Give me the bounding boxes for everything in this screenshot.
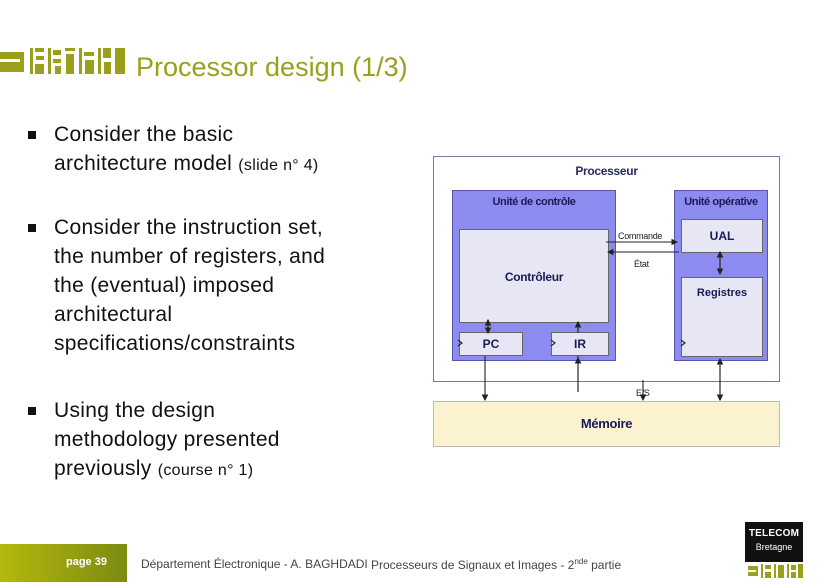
registers-label: Registres bbox=[696, 287, 748, 299]
page-number: page 39 bbox=[66, 556, 107, 568]
registers-box: Registres bbox=[681, 277, 763, 357]
footer-logo-strip-icon bbox=[748, 564, 803, 578]
diagram-wires bbox=[457, 238, 724, 402]
memory-label: Mémoire bbox=[580, 416, 633, 431]
bullet-line: the number of registers, and bbox=[54, 245, 326, 268]
operative-unit-box: Unité opérative UAL Registres bbox=[674, 190, 768, 361]
footer-department: Département Électronique - A. BAGHDADI bbox=[141, 557, 368, 571]
page-number-badge: page 39 bbox=[0, 544, 127, 582]
alu-box: UAL bbox=[681, 219, 763, 253]
command-label: Commande bbox=[618, 231, 663, 241]
processor-box: Processeur Unité de contrôle Contrôleur … bbox=[433, 156, 780, 382]
bullet-marker-icon bbox=[28, 407, 36, 415]
pc-label: PC bbox=[482, 337, 500, 351]
logo-line-2: Bretagne bbox=[755, 542, 793, 552]
ir-register: IR bbox=[551, 332, 609, 356]
control-unit-label: Unité de contrôle bbox=[492, 196, 576, 208]
alu-label: UAL bbox=[709, 229, 735, 243]
processor-label: Processeur bbox=[575, 164, 638, 178]
controller-label: Contrôleur bbox=[504, 270, 564, 284]
footer-course: Processeurs de Signaux et Images - 2nde … bbox=[371, 557, 622, 572]
controller-box: Contrôleur bbox=[459, 229, 609, 323]
bullet-line: the (eventual) imposed bbox=[54, 274, 275, 297]
page-title: Processor design (1/3) bbox=[136, 52, 408, 82]
pc-register: PC bbox=[459, 332, 523, 356]
logo-line-1: TELECOM bbox=[748, 528, 800, 539]
bullet-marker-icon bbox=[28, 131, 36, 139]
bullet-item: Consider the basic architecture model (s… bbox=[24, 120, 319, 180]
bullet-item: Consider the instruction set, the number… bbox=[24, 213, 325, 358]
bullet-line: Using the design bbox=[54, 399, 216, 422]
architecture-diagram: Processeur Unité de contrôle Contrôleur … bbox=[433, 156, 783, 447]
bullet-line: methodology presented bbox=[54, 428, 280, 451]
bullet-marker-icon bbox=[28, 224, 36, 232]
header-logo-icon bbox=[0, 48, 125, 74]
control-unit-box: Unité de contrôle Contrôleur PC IR bbox=[452, 190, 616, 361]
operative-unit-label: Unité opérative bbox=[684, 196, 758, 208]
bullet-line: Consider the basic bbox=[54, 123, 234, 146]
memory-box: Mémoire bbox=[433, 401, 780, 447]
bullet-line: architectural bbox=[54, 303, 173, 326]
bullet-line: Consider the instruction set, bbox=[54, 216, 323, 239]
bullet-line: architecture model (slide n° 4) bbox=[54, 152, 319, 175]
ir-label: IR bbox=[574, 337, 586, 351]
bullet-item: Using the design methodology presented p… bbox=[24, 396, 280, 485]
telecom-bretagne-logo: TELECOM Bretagne bbox=[745, 522, 803, 562]
state-label: État bbox=[634, 259, 649, 269]
bullet-line: specifications/constraints bbox=[54, 332, 296, 355]
bullet-note: (course n° 1) bbox=[157, 462, 254, 479]
bullet-note: (slide n° 4) bbox=[238, 157, 319, 174]
bullet-line: previously (course n° 1) bbox=[54, 457, 254, 480]
